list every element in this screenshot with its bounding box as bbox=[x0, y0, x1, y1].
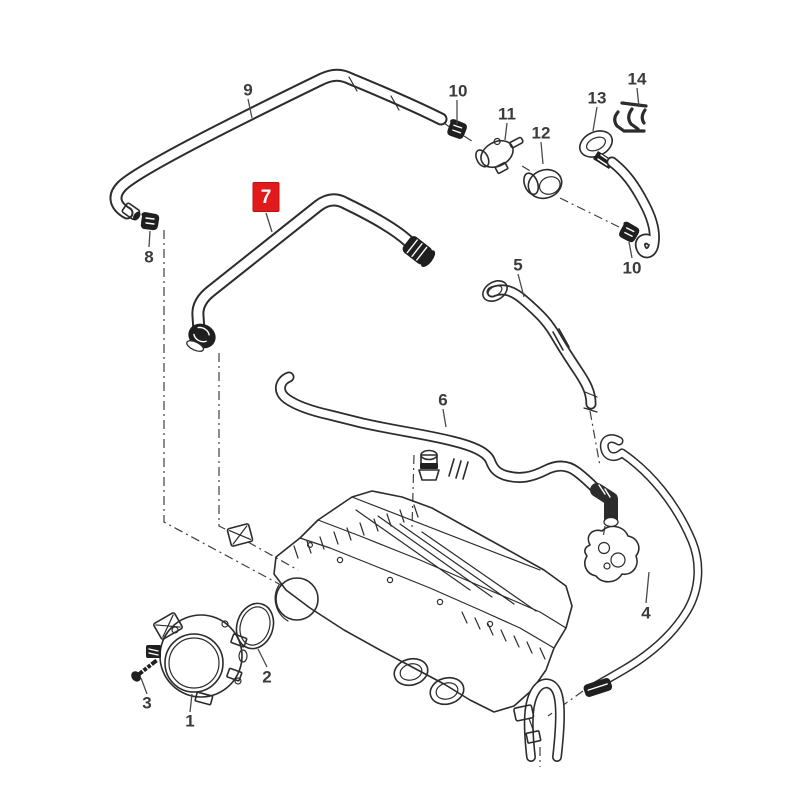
callout-9: 9 bbox=[243, 80, 253, 100]
callout-13: 13 bbox=[587, 88, 607, 108]
callout-14: 14 bbox=[627, 69, 647, 89]
hose-7-highlighted-part bbox=[186, 193, 436, 352]
callout-5: 5 bbox=[513, 255, 523, 275]
clamp-8 bbox=[140, 212, 160, 231]
callout-4: 4 bbox=[641, 603, 651, 623]
purge-valve bbox=[475, 136, 524, 175]
hose-13 bbox=[578, 130, 660, 259]
callout-3: 3 bbox=[142, 693, 152, 713]
grommet-connector bbox=[523, 168, 563, 200]
loop-hose bbox=[513, 678, 565, 762]
bracket-clip bbox=[226, 523, 254, 547]
hose-6 bbox=[275, 371, 619, 528]
callout-10-right: 10 bbox=[622, 258, 642, 278]
callout-2: 2 bbox=[262, 667, 272, 687]
hose-6-sensor-fitting bbox=[418, 449, 440, 481]
callout-6: 6 bbox=[438, 390, 448, 410]
o-ring-gasket bbox=[235, 602, 275, 650]
callout-12: 12 bbox=[531, 123, 551, 143]
callout-7-highlighted: 7 bbox=[252, 182, 280, 212]
callout-1: 1 bbox=[185, 711, 195, 731]
clamp-10-right bbox=[619, 221, 640, 243]
loop-hose-connector bbox=[513, 704, 542, 744]
callout-11: 11 bbox=[498, 104, 516, 124]
pump-bracket bbox=[584, 525, 640, 583]
callout-leader-lines bbox=[140, 87, 650, 713]
hose-9 bbox=[109, 68, 448, 221]
callout-10-top: 10 bbox=[448, 81, 468, 101]
throttle-body bbox=[146, 612, 248, 706]
clamp-10-top bbox=[447, 119, 467, 139]
intake-manifold bbox=[273, 490, 573, 713]
hose-6-elbow-connector bbox=[590, 483, 619, 528]
assembly-dash-lines bbox=[163, 122, 620, 767]
hose-5 bbox=[482, 280, 598, 413]
callout-8: 8 bbox=[144, 247, 154, 267]
hose-4 bbox=[583, 434, 703, 697]
retaining-clip bbox=[613, 101, 648, 133]
mounting-screw bbox=[131, 658, 158, 682]
